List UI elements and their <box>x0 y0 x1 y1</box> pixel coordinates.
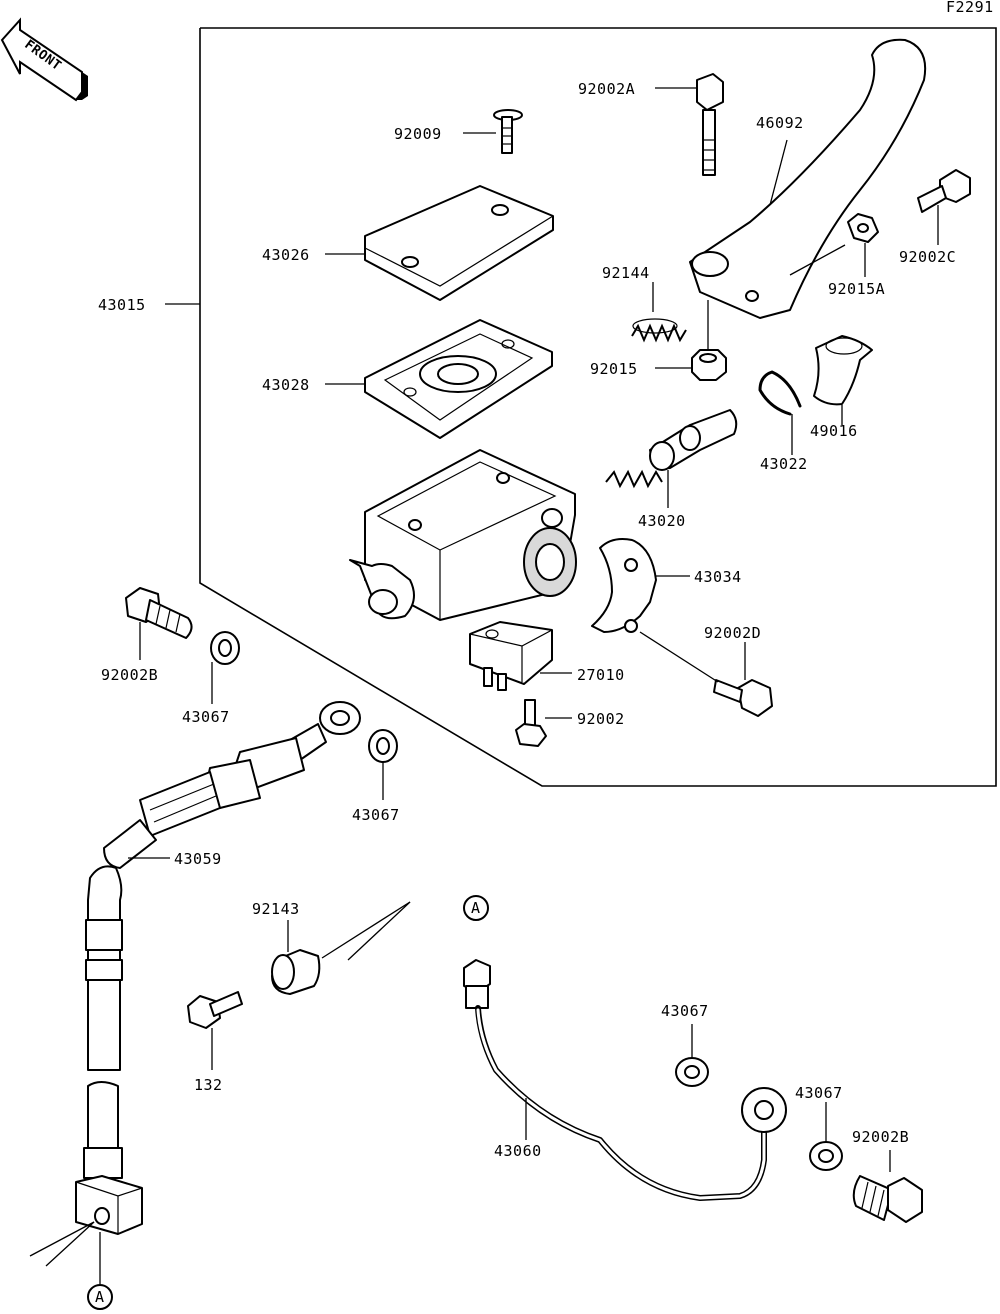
callout-49016: 49016 <box>810 422 858 440</box>
callout-43059: 43059 <box>174 850 222 868</box>
callout-92002B-upper: 92002B <box>101 666 158 684</box>
bolt-132 <box>187 991 243 1029</box>
master-cylinder-body <box>349 449 577 621</box>
ref-marker-a-upper-label: A <box>471 899 481 917</box>
lever-46092 <box>689 38 927 319</box>
clamp-43034 <box>591 538 657 633</box>
banjo-bolt-92002B-upper <box>125 587 193 639</box>
washer-43067-2 <box>368 729 398 763</box>
callout-43026: 43026 <box>262 246 310 264</box>
ref-marker-a-lower-label: A <box>95 1288 105 1306</box>
ref-marker-a-upper: A <box>463 895 489 921</box>
callout-43067-1: 43067 <box>182 708 230 726</box>
screw-92002 <box>515 699 547 747</box>
callout-92002C: 92002C <box>899 248 956 266</box>
leader-hose-a2 <box>45 1221 95 1267</box>
brake-hose-43059 <box>75 701 361 1235</box>
callout-27010: 27010 <box>577 666 625 684</box>
washer-43067-1 <box>210 631 240 665</box>
leader-lever-pivot <box>789 244 846 276</box>
ref-marker-a-lower: A <box>87 1284 113 1310</box>
callout-43028: 43028 <box>262 376 310 394</box>
callout-92002D: 92002D <box>704 624 761 642</box>
callout-92144: 92144 <box>602 264 650 282</box>
leader-hose-a1 <box>29 1221 95 1257</box>
callout-46092: 46092 <box>756 114 804 132</box>
callout-43067-3: 43067 <box>661 1002 709 1020</box>
leader-92143-a2 <box>347 901 411 961</box>
leader-92143-a1 <box>321 901 411 959</box>
screw-92009 <box>493 109 523 154</box>
callout-43015: 43015 <box>98 296 146 314</box>
callout-92002A: 92002A <box>578 80 635 98</box>
bolt-92002A <box>696 73 724 176</box>
washer-43067-3 <box>675 1057 709 1087</box>
diaphragm-43028 <box>364 319 553 439</box>
spring-92144 <box>631 318 687 343</box>
collar-92143 <box>271 949 321 995</box>
callout-43060: 43060 <box>494 1142 542 1160</box>
snap-ring-43022 <box>758 370 802 416</box>
callout-43067-4: 43067 <box>795 1084 843 1102</box>
bolt-92002D <box>713 679 773 717</box>
callout-92002B-lower: 92002B <box>852 1128 909 1146</box>
leader-clamp-bolt <box>639 631 719 683</box>
callout-43022: 43022 <box>760 455 808 473</box>
banjo-bolt-92002B-lower <box>852 1175 923 1223</box>
callout-43020: 43020 <box>638 512 686 530</box>
callout-132: 132 <box>194 1076 223 1094</box>
callout-92015A: 92015A <box>828 280 885 298</box>
bolt-92002C <box>917 169 971 213</box>
callout-92002: 92002 <box>577 710 625 728</box>
cover-43026 <box>364 185 554 301</box>
callout-43067-2: 43067 <box>352 806 400 824</box>
brake-pipe-43060 <box>463 959 787 1201</box>
nut-92015 <box>691 349 727 381</box>
switch-27010 <box>469 621 553 691</box>
callout-92143: 92143 <box>252 900 300 918</box>
figure-id: F2291 <box>946 0 994 16</box>
leader-46092 <box>769 139 788 206</box>
front-arrow-icon: FRONT <box>0 17 88 102</box>
assembly-boundary <box>199 27 997 787</box>
callout-92009: 92009 <box>394 125 442 143</box>
washer-43067-4 <box>809 1141 843 1171</box>
piston-43020 <box>605 409 738 489</box>
boot-49016 <box>813 335 873 406</box>
callout-43034: 43034 <box>694 568 742 586</box>
nut-92015A <box>847 213 879 243</box>
callout-92015: 92015 <box>590 360 638 378</box>
